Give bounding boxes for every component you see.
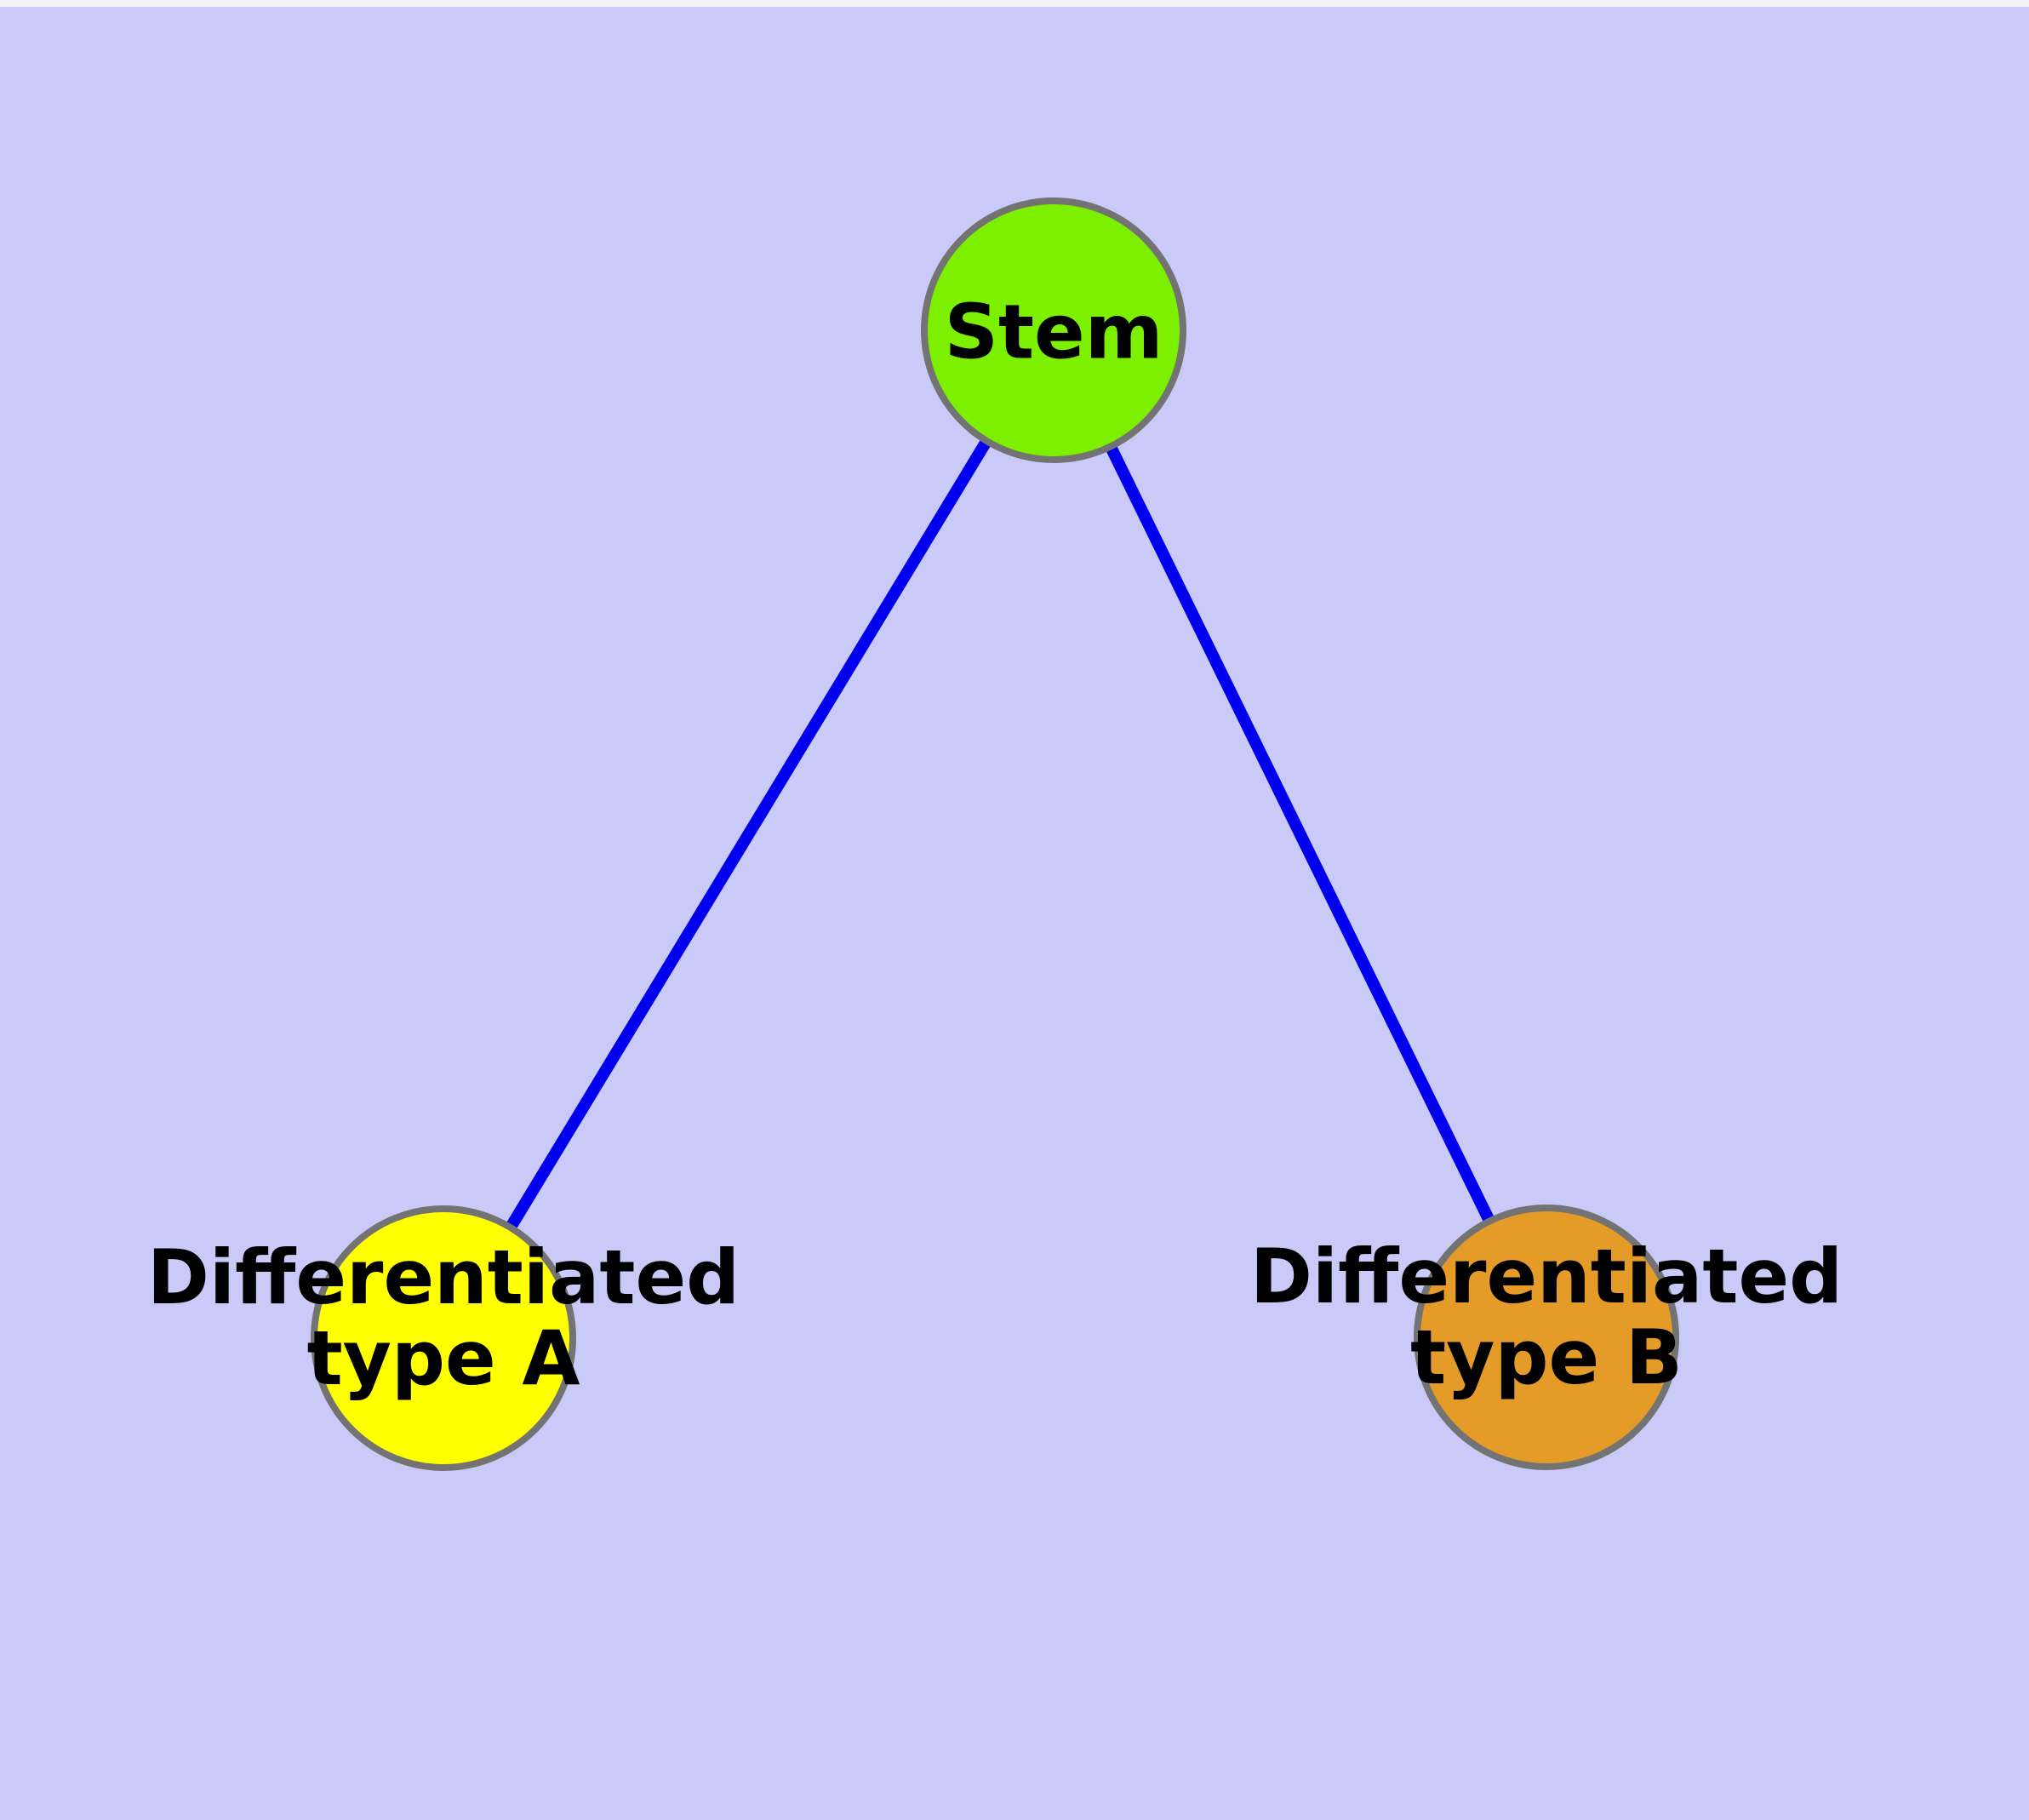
edge-stem-to-type-b (1048, 327, 1552, 1341)
node-differentiated-type-b-circle (1414, 1205, 1679, 1470)
node-stem-circle (921, 197, 1186, 463)
top-margin-strip (0, 0, 2029, 7)
edge-stem-to-type-a (438, 327, 1059, 1342)
node-differentiated-type-a-circle (311, 1205, 576, 1471)
